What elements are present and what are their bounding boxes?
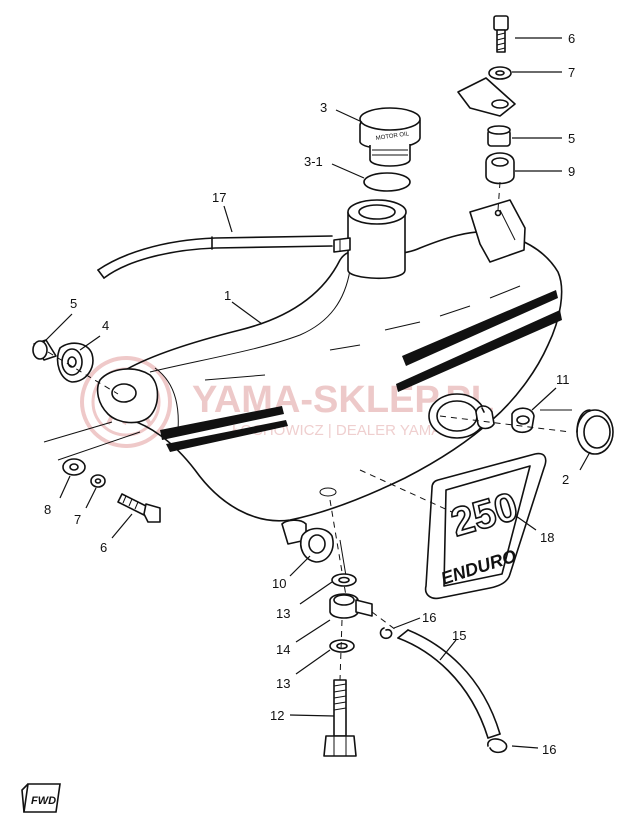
- callout-3-1: 3-1: [304, 154, 323, 169]
- upper-gasket-hole: [338, 576, 350, 584]
- callout-17: 17: [212, 190, 226, 205]
- callout-11: 11: [556, 372, 570, 387]
- leader-lines: [43, 37, 591, 749]
- top-collar: [487, 125, 511, 147]
- callout-15: 15: [452, 628, 466, 643]
- lower-gasket: [329, 639, 355, 653]
- top-washer-hole: [495, 70, 505, 76]
- callout-6-low: 6: [100, 540, 107, 555]
- fuel-tank: [96, 199, 563, 545]
- fwd-text: FWD: [31, 795, 56, 807]
- callout-2: 2: [562, 472, 569, 487]
- callout-12: 12: [270, 708, 284, 723]
- callout-1: 1: [224, 288, 231, 303]
- callout-10: 10: [272, 576, 286, 591]
- callout-7-top: 7: [568, 65, 575, 80]
- cap-text: MOTOR OIL: [375, 131, 410, 142]
- hose-axis: [371, 611, 397, 631]
- front-damper-sleeve: [511, 407, 535, 434]
- left-bolt: [117, 493, 161, 523]
- cap-o-ring: [363, 172, 411, 192]
- callout-6-top: 6: [568, 31, 575, 46]
- forward-direction-mark: FWD: [21, 783, 61, 813]
- left-mount-axis: [47, 351, 119, 395]
- callout-13-upper: 13: [276, 606, 290, 621]
- fuel-hose: [397, 629, 501, 739]
- callout-7-low: 7: [74, 512, 81, 527]
- callout-14: 14: [276, 642, 290, 657]
- left-collar: [32, 339, 57, 361]
- top-bolt: [493, 15, 509, 53]
- callout-5-top: 5: [568, 131, 575, 146]
- watermark-tagline: ŁOCHOWICZ | DEALER YAMAHA: [232, 422, 462, 439]
- petcock-guide: [339, 539, 347, 577]
- top-fastener-axis: [497, 181, 501, 211]
- callout-18: 18: [540, 530, 554, 545]
- callout-8: 8: [44, 502, 51, 517]
- left-washer-hole: [69, 463, 79, 471]
- callout-16-lower: 16: [542, 742, 556, 757]
- vent-hose: [97, 235, 333, 279]
- callout-4: 4: [102, 318, 109, 333]
- front-collar: [475, 405, 495, 430]
- left-damper: [56, 342, 94, 383]
- callout-5-left: 5: [70, 296, 77, 311]
- left-washer: [62, 458, 86, 476]
- callout-13-lower: 13: [276, 676, 290, 691]
- enduro-emblem: 250 ENDURO: [424, 452, 547, 600]
- front-grommet: [576, 409, 614, 455]
- lower-hose-clip: [487, 738, 508, 754]
- callout-labels: 6 7 5 9 3 3-1 17 1 5 4 8 7 6 11 2 18 10 …: [44, 31, 575, 757]
- fuel-cap: MOTOR OIL: [359, 107, 421, 167]
- callout-3: 3: [320, 100, 327, 115]
- top-grommet: [485, 152, 515, 185]
- upper-hose-clip: [379, 627, 393, 640]
- banjo-bolt: [323, 679, 357, 757]
- upper-gasket: [331, 573, 357, 587]
- top-bracket: [457, 77, 516, 117]
- callout-9: 9: [568, 164, 575, 179]
- callout-16-upper: 16: [422, 610, 436, 625]
- bottom-damper: [300, 527, 334, 563]
- emblem-axis: [359, 469, 453, 513]
- left-lock-washer-hole: [94, 478, 102, 484]
- left-lock-washer: [90, 474, 106, 488]
- banjo-fitting: [329, 593, 373, 619]
- left-mount-guide: [43, 421, 141, 461]
- lower-gasket-hole: [336, 642, 348, 650]
- top-washer: [488, 66, 512, 80]
